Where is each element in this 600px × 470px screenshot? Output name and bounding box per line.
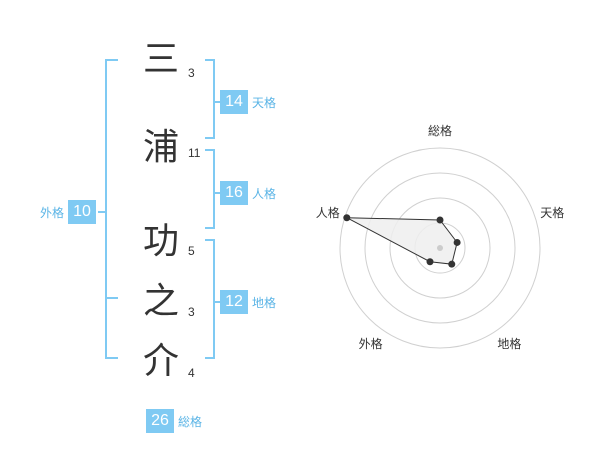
jinkaku-label: 人格 <box>252 186 277 201</box>
chikaku-value: 12 <box>220 290 248 314</box>
jinkaku-badge: 16 人格 <box>220 181 276 205</box>
soukaku-label: 総格 <box>178 414 203 429</box>
radar-point-0 <box>436 216 444 224</box>
jinkaku-value: 16 <box>220 181 248 205</box>
given-char-1: 功 <box>142 221 179 262</box>
soukaku-value: 26 <box>146 409 174 433</box>
tenkaku-value: 14 <box>220 90 248 114</box>
radar-axis-label-2: 地格 <box>497 337 522 352</box>
radar-point-2 <box>448 260 456 268</box>
surname-strokes-2: 11 <box>188 146 201 160</box>
radar-axis-label-0: 総格 <box>428 124 453 138</box>
gaikaku-bracket <box>105 59 118 359</box>
gaikaku-badge: 外格 10 <box>40 200 97 224</box>
gaikaku-label: 外格 <box>40 205 65 220</box>
tenkaku-label: 天格 <box>252 95 277 110</box>
radar-axis-label-4: 人格 <box>315 205 340 220</box>
surname-strokes-1: 3 <box>188 66 195 80</box>
tenkaku-badge: 14 天格 <box>220 90 276 114</box>
surname-char-1: 三 <box>142 39 179 80</box>
radar-polygon <box>346 217 458 265</box>
given-strokes-1: 5 <box>188 244 195 258</box>
given-strokes-3: 4 <box>188 366 195 380</box>
radar-axis-label-1: 天格 <box>540 205 565 220</box>
radar-point-1 <box>453 238 461 246</box>
given-char-3: 介 <box>142 341 179 382</box>
gaikaku-value: 10 <box>68 200 97 224</box>
radar-ring-2 <box>389 197 491 299</box>
chikaku-badge: 12 地格 <box>220 290 276 314</box>
given-strokes-2: 3 <box>188 305 195 319</box>
chikaku-bracket <box>205 239 215 359</box>
jinkaku-bracket <box>205 149 215 229</box>
chikaku-label: 地格 <box>252 295 277 310</box>
radar-point-4 <box>343 214 351 222</box>
radar-center-dot <box>437 245 443 251</box>
surname-char-2: 浦 <box>142 127 179 168</box>
tenkaku-bracket <box>205 59 215 139</box>
radar-axis-label-3: 外格 <box>358 337 383 352</box>
radar-ring-4 <box>339 147 541 349</box>
radar-point-3 <box>426 258 434 266</box>
given-char-2: 之 <box>142 281 179 322</box>
radar-ring-3 <box>364 172 516 324</box>
soukaku-badge: 26 総格 <box>146 409 202 433</box>
